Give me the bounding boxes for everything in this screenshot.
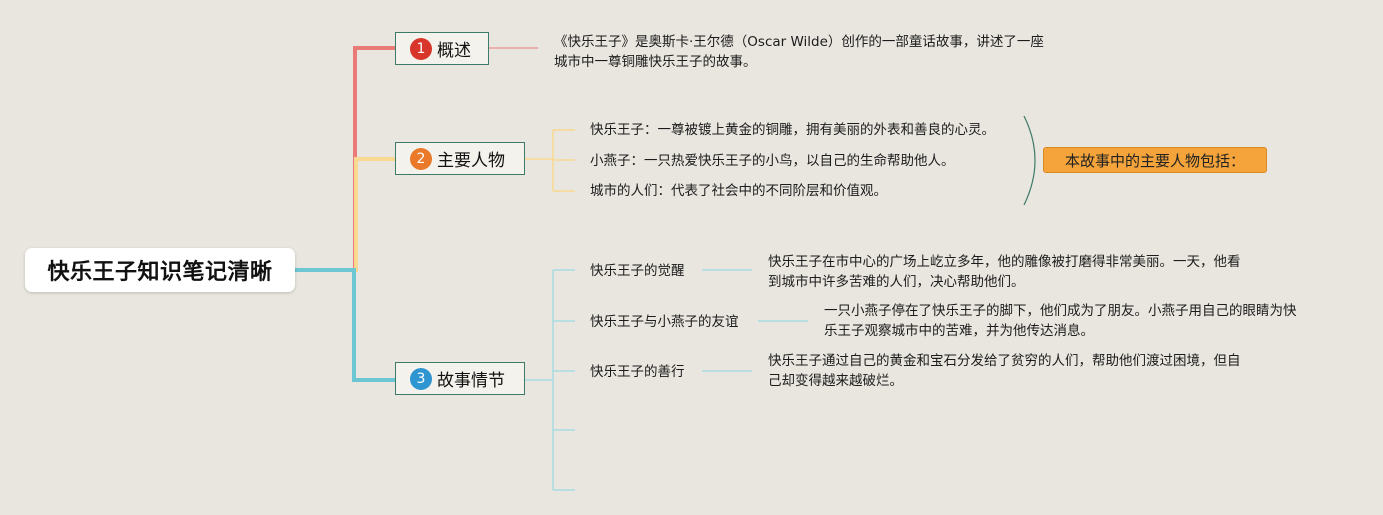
- plot-desc-line: 乐王子观察城市中的苦难，并为他传达消息。: [824, 323, 1094, 339]
- connector-branch-2: [297, 157, 395, 272]
- plot-title-friendship[interactable]: 快乐王子与小燕子的友谊: [590, 314, 739, 330]
- branch-plot[interactable]: 3 故事情节: [395, 362, 525, 395]
- number-badge-2: 2: [410, 147, 432, 170]
- branch-label: 主要人物: [437, 151, 505, 171]
- plot-desc-line: 快乐王子通过自己的黄金和宝石分发给了贫穷的人们，帮助他们渡过困境，但自: [768, 353, 1241, 369]
- plot-title-kindness[interactable]: 快乐王子的善行: [590, 364, 685, 380]
- root-topic[interactable]: 快乐王子知识笔记清晰: [25, 248, 295, 292]
- connector-characters: [525, 129, 575, 192]
- plot-desc-kindness[interactable]: 快乐王子通过自己的黄金和宝石分发给了贫穷的人们，帮助他们渡过困境，但自 己却变得…: [768, 351, 1241, 391]
- character-item-swallow[interactable]: 小燕子：一只热爱快乐王子的小鸟，以自己的生命帮助他人。: [590, 153, 955, 169]
- branch-overview[interactable]: 1 概述: [395, 32, 489, 65]
- branch-characters[interactable]: 2 主要人物: [395, 142, 525, 175]
- plot-desc-awakening[interactable]: 快乐王子在市中心的广场上屹立多年，他的雕像被打磨得非常美丽。一天，他看 到城市中…: [768, 252, 1241, 292]
- number-badge-1: 1: [410, 37, 432, 60]
- branch-label: 故事情节: [437, 371, 505, 391]
- character-item-citizens[interactable]: 城市的人们：代表了社会中的不同阶层和价值观。: [590, 183, 887, 199]
- plot-desc-line: 快乐王子在市中心的广场上屹立多年，他的雕像被打磨得非常美丽。一天，他看: [768, 254, 1241, 270]
- branch-label: 概述: [437, 41, 471, 61]
- overview-line: 城市中一尊铜雕快乐王子的故事。: [554, 54, 757, 70]
- character-item-prince[interactable]: 快乐王子：一尊被镀上黄金的铜雕，拥有美丽的外表和善良的心灵。: [590, 122, 995, 138]
- connector-plot: [525, 269, 575, 491]
- connector-branch-3: [295, 268, 395, 382]
- summary-brace: [1023, 115, 1036, 206]
- plot-title-awakening[interactable]: 快乐王子的觉醒: [590, 263, 685, 279]
- plot-desc-friendship[interactable]: 一只小燕子停在了快乐王子的脚下，他们成为了朋友。小燕子用自己的眼睛为快 乐王子观…: [824, 301, 1297, 341]
- plot-desc-line: 到城市中许多苦难的人们，决心帮助他们。: [768, 274, 1025, 290]
- connector-branch-1: [295, 46, 395, 272]
- plot-desc-line: 一只小燕子停在了快乐王子的脚下，他们成为了朋友。小燕子用自己的眼睛为快: [824, 303, 1297, 319]
- characters-summary[interactable]: 本故事中的主要人物包括：: [1043, 147, 1267, 173]
- plot-desc-line: 己却变得越来越破烂。: [768, 373, 903, 389]
- overview-text[interactable]: 《快乐王子》是奥斯卡·王尔德（Oscar Wilde）创作的一部童话故事，讲述了…: [554, 32, 1044, 72]
- overview-line: 《快乐王子》是奥斯卡·王尔德（Oscar Wilde）创作的一部童话故事，讲述了…: [554, 34, 1044, 50]
- number-badge-3: 3: [410, 367, 432, 390]
